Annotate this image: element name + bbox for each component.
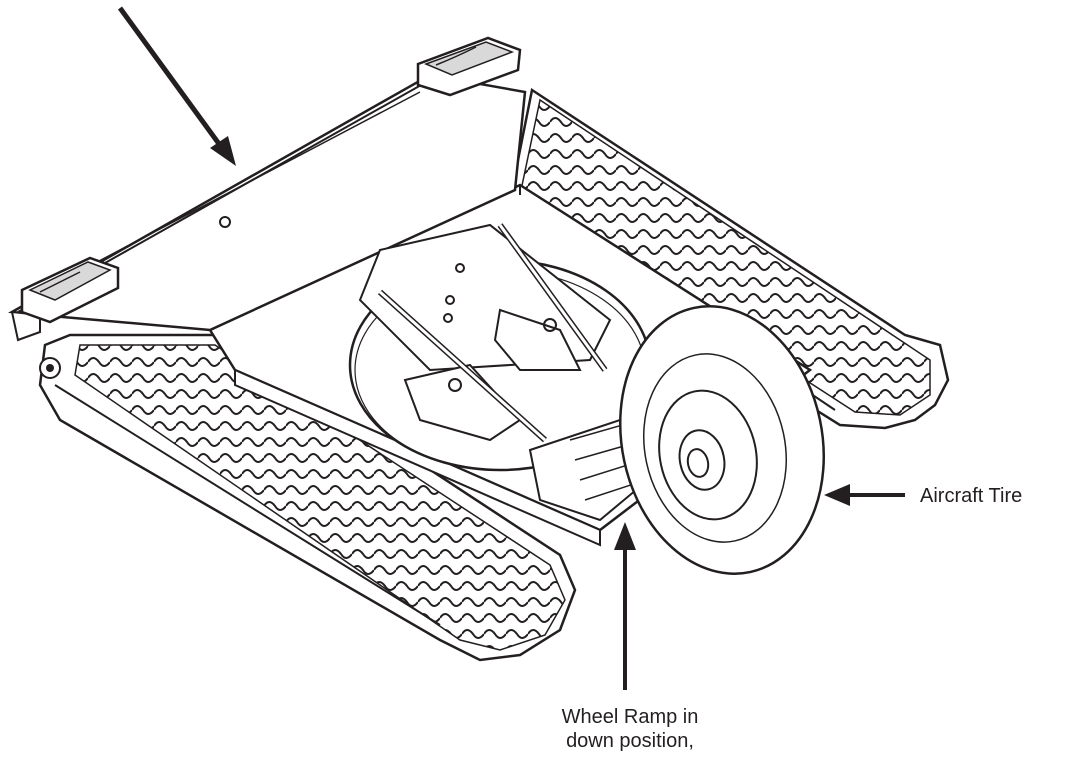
left-crawler-track [38, 333, 577, 662]
clamp-mechanism [358, 223, 612, 443]
wheel-ramp-label-line2: down position, [566, 730, 694, 752]
top-pointer-arrow [117, 6, 236, 166]
aircraft-tire-label: Aircraft Tire [920, 485, 1023, 507]
left-bumper-pad [20, 256, 120, 324]
ramp-callout-arrow [614, 522, 636, 690]
right-bumper-pad [416, 36, 522, 97]
wheel-ramp-label-line1: Wheel Ramp in [561, 706, 699, 728]
wheel-ramp-label: Wheel Ramp in down position, [470, 705, 790, 753]
tire-callout-arrow [824, 484, 905, 506]
aircraft-tire [618, 305, 826, 575]
